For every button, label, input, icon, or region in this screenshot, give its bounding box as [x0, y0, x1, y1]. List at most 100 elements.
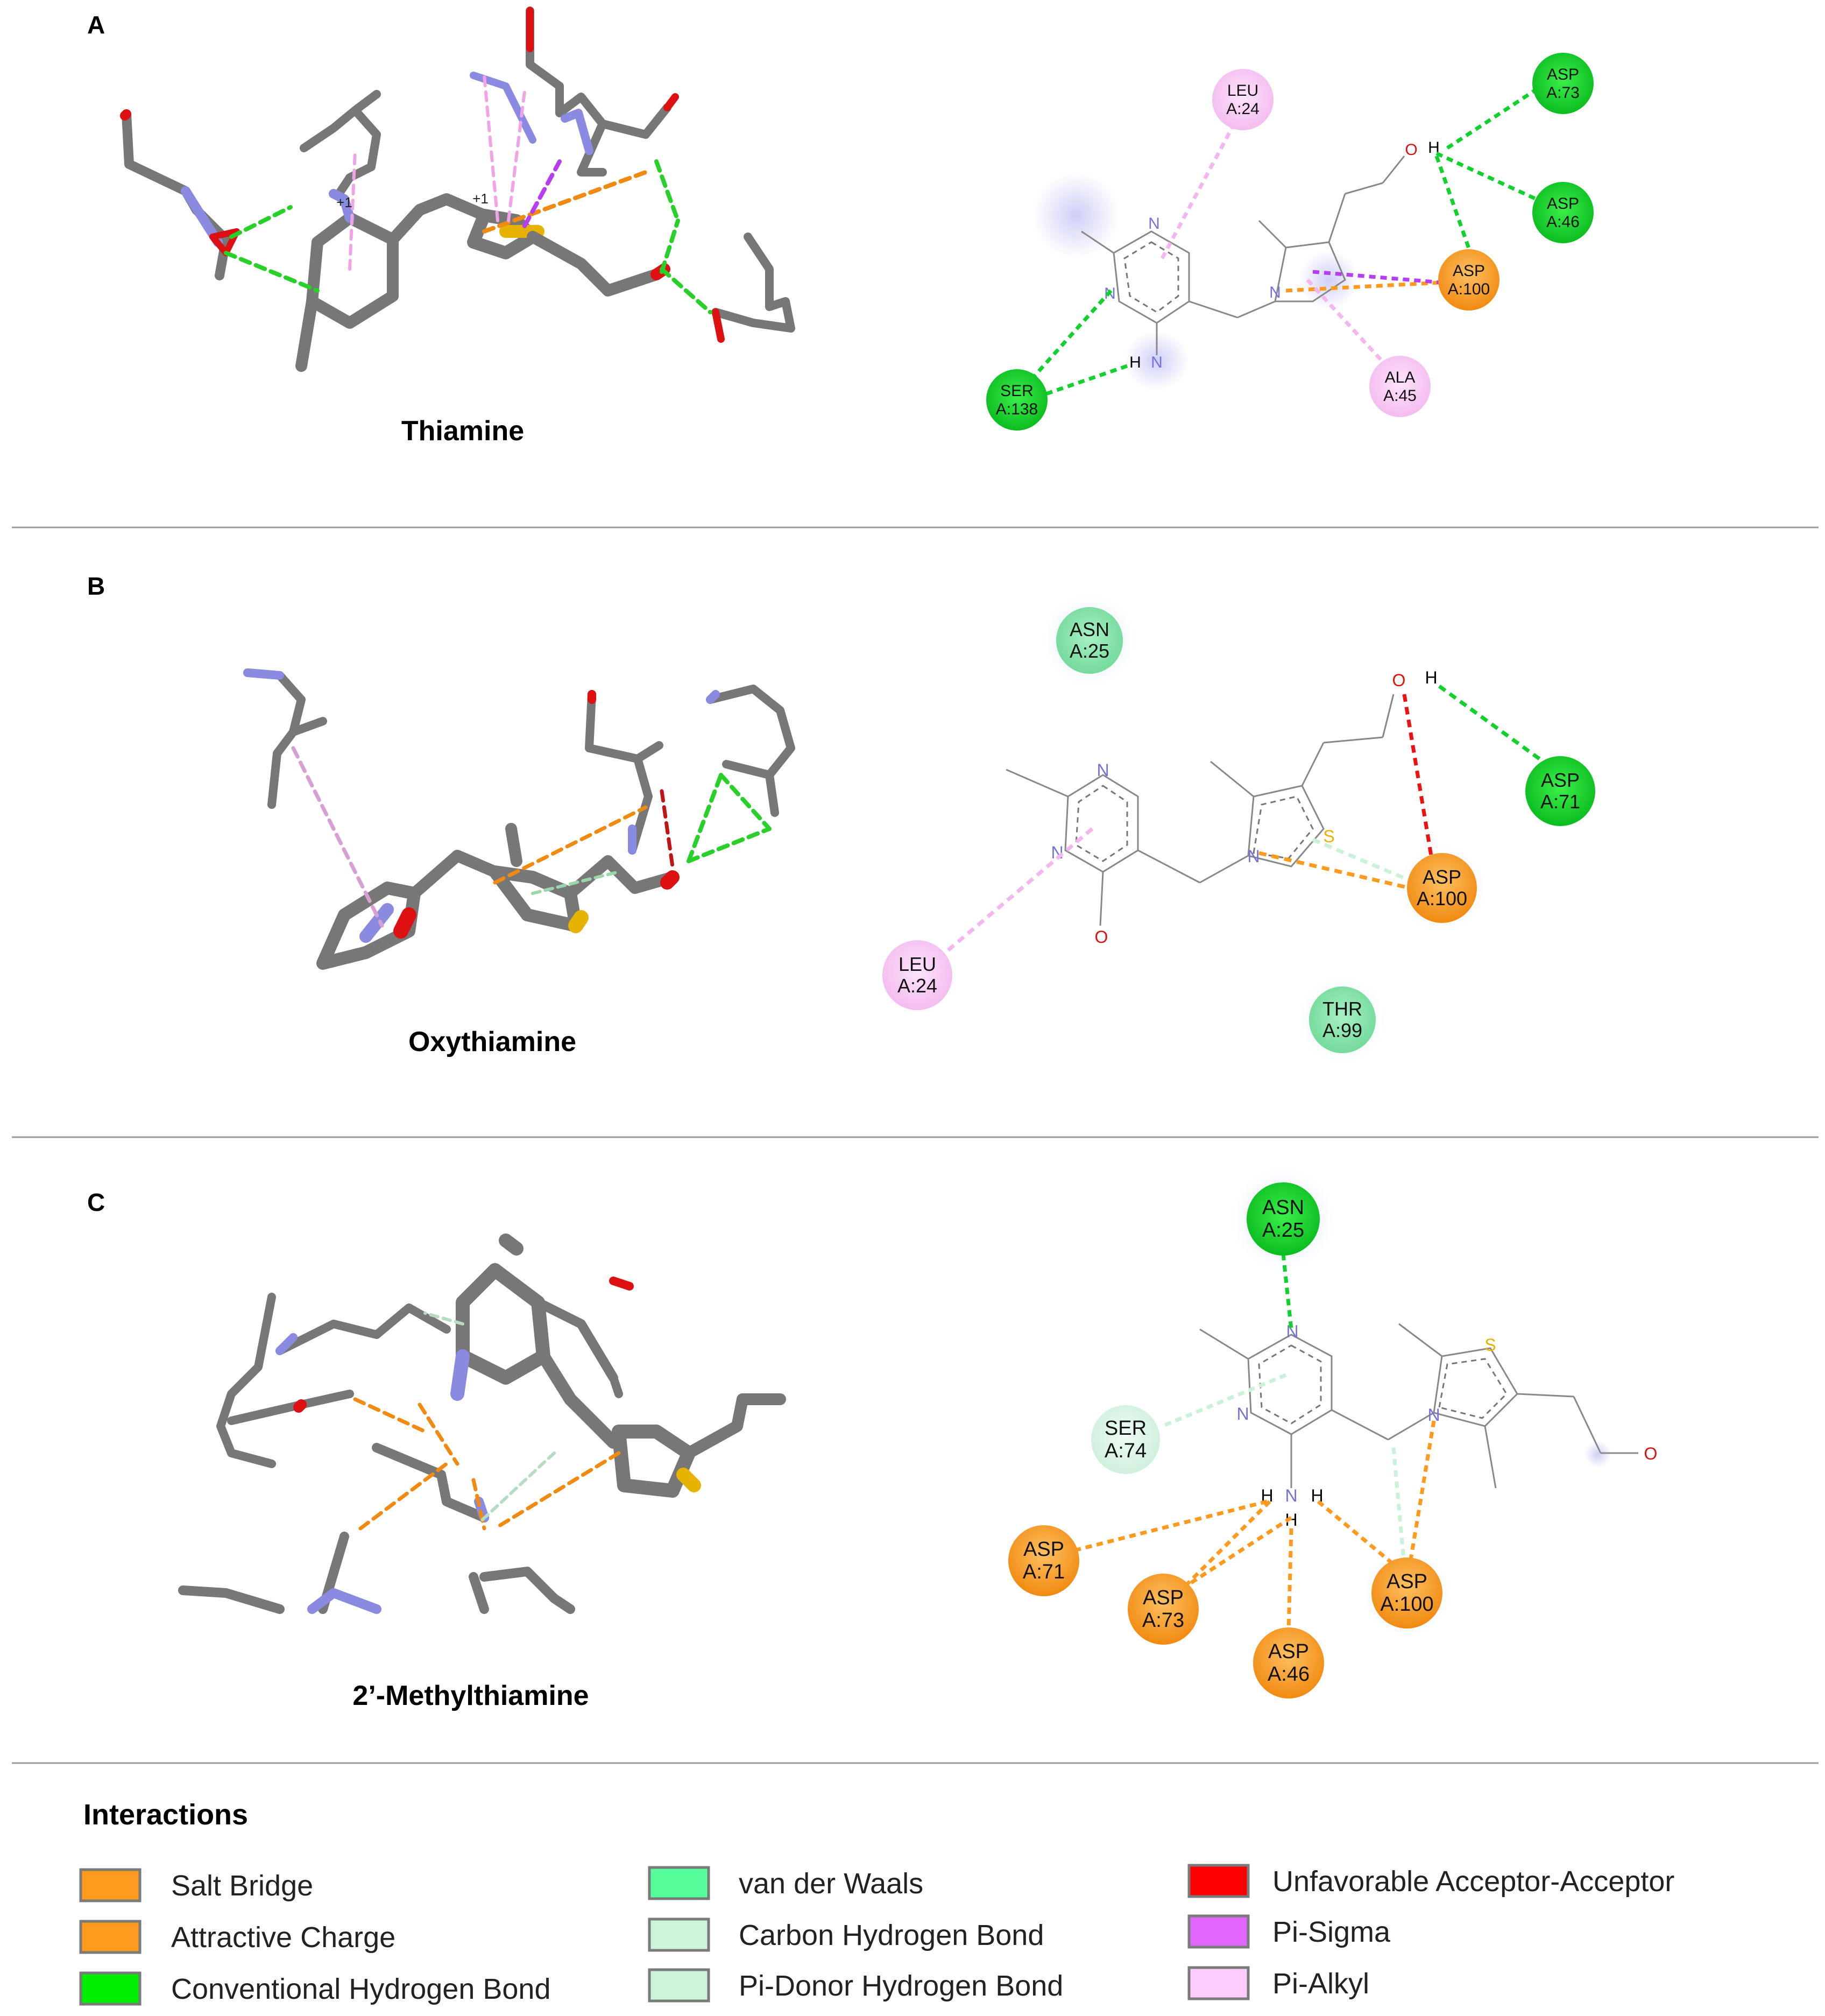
- svg-text:Attractive Charge: Attractive Charge: [171, 1921, 395, 1954]
- svg-text:A:46: A:46: [1546, 213, 1580, 231]
- residue-ser74-c: SER A:74: [1091, 1405, 1160, 1474]
- molecule-name-b: Oxythiamine: [408, 1026, 576, 1058]
- svg-text:SER: SER: [1000, 382, 1034, 400]
- residue-asp73-a: ASP A:73: [1532, 53, 1594, 114]
- atom-n-b1: N: [1097, 760, 1109, 780]
- svg-text:ASP: ASP: [1423, 866, 1461, 888]
- svg-text:Salt Bridge: Salt Bridge: [171, 1870, 313, 1902]
- svg-text:A:25: A:25: [1262, 1219, 1304, 1242]
- svg-text:A:71: A:71: [1023, 1561, 1065, 1583]
- atom-o-a: O: [1405, 141, 1417, 159]
- atom-n-b3: N: [1247, 847, 1260, 866]
- atom-n-c4: N: [1285, 1486, 1297, 1505]
- svg-text:ASP: ASP: [1387, 1570, 1427, 1593]
- atom-o-b2: O: [1392, 671, 1406, 690]
- svg-text:A:100: A:100: [1448, 280, 1490, 298]
- residue-asp71-c: ASP A:71: [1008, 1525, 1079, 1596]
- atom-h-b: H: [1425, 668, 1437, 687]
- panel-letter-c: C: [87, 1188, 105, 1216]
- residue-asp100-a: ASP A:100: [1438, 249, 1499, 311]
- svg-text:LEU: LEU: [899, 953, 936, 975]
- svg-text:A:73: A:73: [1142, 1609, 1184, 1632]
- svg-text:LEU: LEU: [1227, 82, 1258, 100]
- svg-text:A:138: A:138: [996, 400, 1038, 418]
- svg-text:Conventional Hydrogen Bond: Conventional Hydrogen Bond: [171, 1973, 550, 2005]
- svg-text:van der Waals: van der Waals: [739, 1867, 923, 1900]
- svg-text:A:24: A:24: [897, 975, 937, 997]
- svg-text:Pi-Donor Hydrogen Bond: Pi-Donor Hydrogen Bond: [739, 1970, 1063, 2002]
- molecule-name-c: 2’-Methylthiamine: [352, 1680, 589, 1711]
- svg-text:A:46: A:46: [1268, 1663, 1310, 1686]
- residue-asp46-c: ASP A:46: [1253, 1627, 1324, 1698]
- residue-asp71-b: ASP A:71: [1525, 756, 1595, 826]
- panel-letter-b: B: [87, 572, 105, 600]
- atom-s-c: S: [1484, 1335, 1496, 1355]
- residue-asn25-c: ASN A:25: [1247, 1182, 1320, 1256]
- svg-text:ASP: ASP: [1023, 1538, 1064, 1561]
- panel-c-3d-model: [178, 1233, 786, 1614]
- charge-label-a1: +1: [336, 194, 352, 210]
- svg-text:A:74: A:74: [1105, 1440, 1147, 1462]
- svg-text:ASP: ASP: [1547, 66, 1579, 83]
- residue-ala45-a: ALA A:45: [1369, 356, 1431, 417]
- svg-text:A:45: A:45: [1383, 387, 1417, 405]
- svg-text:SER: SER: [1105, 1417, 1147, 1440]
- residue-asp46-a: ASP A:46: [1532, 182, 1594, 243]
- svg-text:ALA: ALA: [1385, 369, 1416, 386]
- legend-item-carbon-hbond: Carbon Hydrogen Bond: [648, 1918, 1044, 1952]
- legend-item-attractive-charge: Attractive Charge: [79, 1920, 395, 1954]
- residue-leu24-a: LEU A:24: [1212, 69, 1274, 130]
- atom-n-c3: N: [1427, 1405, 1440, 1425]
- legend-item-unfavorable: Unfavorable Acceptor-Acceptor: [1187, 1864, 1674, 1898]
- atom-n-b2: N: [1051, 843, 1063, 862]
- atom-h-a: H: [1428, 139, 1440, 157]
- svg-text:ASP: ASP: [1453, 262, 1485, 280]
- legend-item-pi-sigma: Pi-Sigma: [1187, 1914, 1391, 1949]
- svg-text:A:100: A:100: [1380, 1593, 1433, 1616]
- residue-leu24-b: LEU A:24: [882, 940, 952, 1010]
- residue-asp100-c: ASP A:100: [1371, 1557, 1442, 1629]
- residue-asp73-c: ASP A:73: [1128, 1574, 1199, 1645]
- svg-text:Pi-Sigma: Pi-Sigma: [1272, 1916, 1391, 1948]
- residue-asn25-b: ASN A:25: [1056, 607, 1123, 674]
- panel-a-2d-diagram: N N N O H H N: [1015, 84, 1567, 398]
- svg-text:ASP: ASP: [1143, 1587, 1184, 1609]
- svg-text:ASP: ASP: [1547, 195, 1579, 213]
- svg-text:ASN: ASN: [1070, 618, 1109, 640]
- panel-letter-a: A: [87, 11, 105, 39]
- legend-item-van-der-waals: van der Waals: [648, 1866, 923, 1900]
- legend-title: Interactions: [83, 1799, 248, 1831]
- svg-text:Pi-Alkyl: Pi-Alkyl: [1272, 1968, 1369, 2000]
- atom-n-a3: N: [1269, 284, 1281, 301]
- svg-text:ASP: ASP: [1268, 1640, 1309, 1663]
- legend-item-pi-alkyl: Pi-Alkyl: [1187, 1966, 1369, 2000]
- svg-text:Carbon Hydrogen Bond: Carbon Hydrogen Bond: [739, 1919, 1044, 1951]
- atom-n-a1: N: [1148, 215, 1160, 232]
- atom-o-b1: O: [1095, 927, 1108, 947]
- atom-h-c2: H: [1311, 1486, 1323, 1505]
- svg-text:A:71: A:71: [1540, 791, 1580, 813]
- legend-item-pi-donor-hbond: Pi-Donor Hydrogen Bond: [648, 1968, 1063, 2003]
- atom-h-a2: H: [1129, 354, 1141, 371]
- svg-text:ASN: ASN: [1262, 1196, 1304, 1219]
- panel-c-2d-diagram: N N N S O H N H H: [1076, 1168, 1657, 1636]
- legend-item-salt-bridge: Salt Bridge: [79, 1868, 313, 1902]
- svg-text:ASP: ASP: [1541, 769, 1580, 791]
- molecule-name-a: Thiamine: [401, 415, 524, 447]
- svg-text:A:24: A:24: [1226, 100, 1260, 118]
- svg-text:A:25: A:25: [1070, 640, 1109, 662]
- residue-thr99-b: THR A:99: [1309, 986, 1376, 1053]
- svg-text:Unfavorable Acceptor-Acceptor: Unfavorable Acceptor-Acceptor: [1272, 1865, 1674, 1898]
- legend-item-conventional-hbond: Conventional Hydrogen Bond: [79, 1971, 550, 2006]
- atom-n-a4: N: [1151, 354, 1163, 371]
- residue-asp100-b: ASP A:100: [1407, 853, 1477, 923]
- panel-a-3d-model: [120, 6, 795, 372]
- panel-b-2d-diagram: N N O N S O H: [937, 595, 1548, 1063]
- atom-s-b: S: [1323, 827, 1334, 846]
- svg-text:A:73: A:73: [1546, 84, 1580, 102]
- panel-b-3d-model: [243, 668, 795, 970]
- charge-label-a2: +1: [472, 191, 489, 207]
- atom-n-c2: N: [1236, 1404, 1249, 1423]
- svg-text:A:100: A:100: [1417, 887, 1467, 910]
